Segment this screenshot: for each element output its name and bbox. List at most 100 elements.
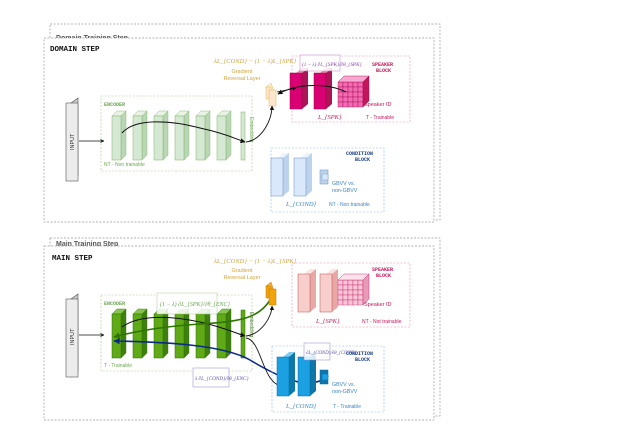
cube-side [362, 75, 370, 108]
speaker-id-label: Speaker ID [364, 102, 392, 108]
encoder-cond-grad-box [192, 367, 230, 388]
condition-class-2: non-GBVV [332, 188, 358, 194]
encoder-layer-5 [195, 308, 211, 359]
loss-formula: λL_{COND} − (1 − λ)L_{SPK} [213, 58, 297, 65]
embedding-layer-main [240, 309, 246, 359]
cube-cell [337, 91, 344, 98]
input-label: INPUT [70, 133, 76, 150]
condition-block-main: CONDITION BLOCK GBVV vs. non-GBVV L_{CON… [271, 345, 385, 413]
cube-cell [347, 81, 354, 88]
cube-cell [352, 86, 359, 93]
speaker-output-cube [337, 75, 370, 108]
speaker-backward-arrow [277, 85, 347, 95]
cube-cell [357, 101, 364, 108]
speaker-grad-box [299, 54, 341, 72]
condition-block-title-2: BLOCK [355, 157, 370, 163]
cube-cell [347, 289, 354, 296]
cube-cell [342, 299, 349, 306]
cube-cell [342, 96, 349, 103]
cube-cell [352, 289, 359, 296]
cube-cell [337, 81, 344, 88]
speaker-grad-label: (1 − λ) ∂L_{SPK}/∂θ_{SPK} [302, 61, 363, 68]
cube-cell [352, 101, 359, 108]
speaker-block-main: SPEAKER BLOCK Speaker ID L_{SPK} NT - No… [291, 262, 411, 328]
encoder-frame [100, 95, 253, 172]
encoder-layer-2 [132, 110, 148, 161]
cube-cell [357, 284, 364, 291]
cube-cell [357, 294, 364, 301]
cube-cell [347, 101, 354, 108]
domain-step-title: DOMAIN STEP [50, 46, 100, 54]
cube-cell [352, 284, 359, 291]
grl-label-line1: Gradient [231, 69, 253, 75]
cube-cell [347, 294, 354, 301]
speaker-block-title-2: BLOCK [376, 68, 391, 74]
gradient-reversal-layer-main [265, 281, 277, 306]
encoder-layer-3 [153, 110, 169, 161]
cube-cell [347, 86, 354, 93]
condition-note: NT - Non trainable [329, 202, 370, 208]
encoder-layer-4 [174, 308, 190, 359]
encoder-layer-4 [174, 110, 190, 161]
encoder-note-main: T - Trainable [104, 363, 132, 369]
encoder-block: ENCODER Embedding NT - Non trainable [100, 95, 254, 172]
embedding-label: Embedding [248, 117, 254, 143]
domain-step-front-card [43, 37, 435, 223]
speaker-block-title-1: SPEAKER [372, 62, 393, 68]
speaker-loss: L_{SPK} [317, 114, 342, 121]
encoder-cond-grad-label: λ ∂L_{COND}/∂θ_{ENC} [194, 376, 249, 382]
speaker-output-cube-main [337, 273, 370, 306]
embedding-layer [240, 111, 246, 161]
condition-block-title-1: CONDITION [346, 151, 373, 157]
encoder-layer-3 [153, 308, 169, 359]
condition-grad-label: ∂L_{COND}/∂θ_{COND} [306, 350, 356, 356]
encoder-layer-1 [111, 308, 127, 359]
speaker-frame [291, 55, 411, 123]
encoder-layer-6 [216, 110, 232, 161]
encoder-forward-curve-main [121, 316, 246, 338]
encoder-layer-5 [195, 110, 211, 161]
condition-block: CONDITION BLOCK GBVV vs. non-GBVV L_{CON… [270, 147, 385, 213]
input-block-main: INPUT [65, 293, 79, 378]
cube-side [362, 273, 370, 306]
condition-block-main-title-2: BLOCK [355, 357, 370, 363]
cube-cell [342, 294, 349, 301]
main-step-title: MAIN STEP [52, 255, 93, 263]
encoder-layer-2 [132, 308, 148, 359]
encoder-forward-curve [121, 121, 246, 144]
speaker-grad-backward-curve [113, 295, 273, 339]
cube-cell [352, 81, 359, 88]
condition-block-main-title-1: CONDITION [346, 351, 373, 357]
grl-label-main-line2: Reversal Layer [224, 275, 261, 281]
main-step-panel: Main Training Step MAIN STEP INPUT ENCOD… [43, 237, 441, 421]
speaker-id-label-main: Speaker ID [364, 302, 392, 308]
embedding-to-grl-arrow [245, 105, 275, 143]
cube-cell [342, 289, 349, 296]
cube-cell [342, 91, 349, 98]
input-label-main: INPUT [70, 328, 76, 345]
cube-cell [347, 299, 354, 306]
cube-cell [352, 91, 359, 98]
cube-cell [347, 96, 354, 103]
encoder-label: ENCODER [104, 102, 125, 108]
gradient-reversal-layer [265, 82, 277, 107]
cube-cell [357, 289, 364, 296]
cube-cell [337, 299, 344, 306]
cube-cell [337, 101, 344, 108]
domain-step-panel: Domain Training Step DOMAIN STEP INPUT E… [43, 23, 441, 223]
cube-cell [357, 96, 364, 103]
cube-cell [352, 294, 359, 301]
encoder-spk-grad-box [156, 292, 218, 315]
condition-class-main-1: GBVV vs. [332, 382, 355, 388]
input-block: INPUT [65, 97, 79, 182]
encoder-note: NT - Non trainable [104, 162, 145, 168]
main-step-back-title: Main Training Step [56, 241, 118, 248]
cube-cell [342, 284, 349, 291]
cube-cell [342, 101, 349, 108]
cube-cell [357, 299, 364, 306]
cube-cell [352, 279, 359, 286]
cube-cell [357, 279, 364, 286]
condition-note-main: T - Trainable [333, 404, 361, 410]
loss-formula-main: λL_{COND} − (1 − λ)L_{SPK} [213, 258, 297, 265]
